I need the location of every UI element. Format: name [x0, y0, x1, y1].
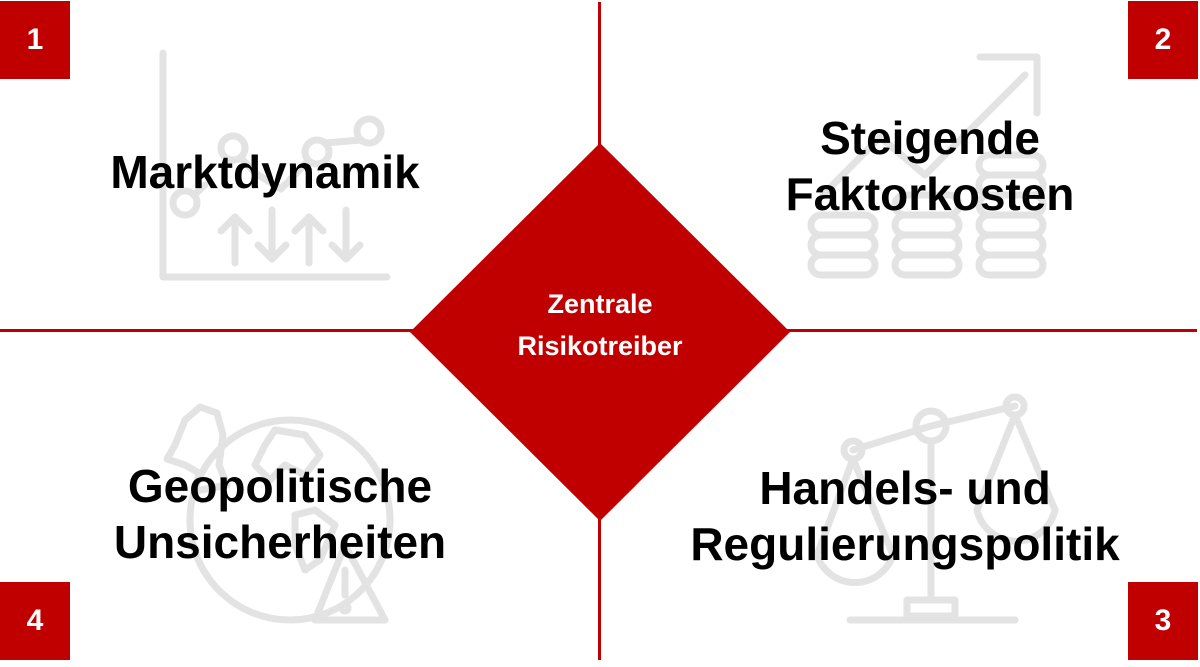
quadrant-1-label: Marktdynamik — [90, 144, 440, 200]
quadrant-2-label: Steigende Faktorkosten — [720, 110, 1140, 222]
quadrant-4-label: Geopolitische Unsicherheiten — [70, 458, 490, 570]
center-title-line-2: Risikotreiber — [517, 331, 683, 361]
quadrant-2-line-1: Steigende — [820, 112, 1040, 164]
center-title: Zentrale Risikotreiber — [410, 283, 790, 367]
quadrant-4-line-1: Geopolitische — [127, 460, 433, 512]
number-badge-1: 1 — [0, 1, 70, 79]
quadrant-4-line-2: Unsicherheiten — [113, 516, 447, 568]
quadrant-1-line-1: Marktdynamik — [110, 146, 420, 198]
quadrant-3-line-1: Handels- und — [759, 462, 1051, 514]
center-title-line-1: Zentrale — [547, 289, 653, 319]
chart-arrows-icon — [155, 45, 400, 285]
rising-coins-icon — [805, 45, 1055, 290]
quadrant-2-line-2: Faktorkosten — [785, 168, 1075, 220]
quadrant-3-line-2: Regulierungspolitik — [690, 518, 1120, 570]
number-badge-4: 4 — [0, 582, 70, 660]
scales-icon — [805, 390, 1065, 640]
globe-warning-icon — [155, 395, 405, 635]
number-badge-3: 3 — [1128, 582, 1198, 660]
quadrant-3-label: Handels- und Regulierungspolitik — [650, 460, 1160, 572]
number-badge-2: 2 — [1128, 1, 1198, 79]
center-diamond — [410, 143, 790, 521]
